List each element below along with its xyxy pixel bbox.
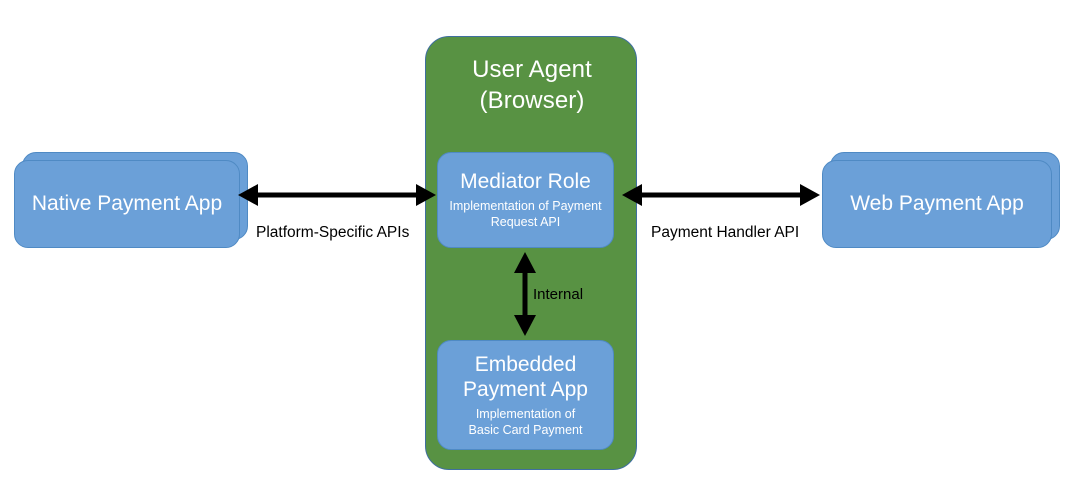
embedded-payment-app-box[interactable]: Embedded Payment App Implementation of B… <box>437 340 614 450</box>
native-payment-app-box[interactable]: Native Payment App <box>14 160 240 248</box>
embedded-payment-app-title-line-2: Payment App <box>463 378 588 402</box>
mediator-role-subtitle-line-2: Request API <box>490 214 561 229</box>
payment-handler-api-arrow <box>622 184 820 206</box>
web-payment-app-label: Web Payment App <box>850 191 1024 215</box>
internal-arrow <box>514 252 536 336</box>
mediator-role-box[interactable]: Mediator Role Implementation of Payment … <box>437 152 614 248</box>
user-agent-title: User Agent (Browser) <box>426 55 638 116</box>
platform-specific-apis-label: Platform-Specific APIs <box>256 224 410 241</box>
platform-specific-apis-arrow <box>238 184 436 206</box>
embedded-payment-app-title-line-1: Embedded <box>474 352 577 376</box>
internal-label: Internal <box>533 286 584 303</box>
mediator-role-title: Mediator Role <box>460 170 591 194</box>
web-payment-app-box[interactable]: Web Payment App <box>822 160 1052 248</box>
embedded-payment-app-subtitle-line-2: Basic Card Payment <box>468 422 583 437</box>
native-payment-app-label: Native Payment App <box>31 191 223 215</box>
user-agent-title-line-1: User Agent <box>472 56 592 83</box>
embedded-payment-app-subtitle-line-1: Implementation of <box>475 406 576 421</box>
user-agent-title-line-2: (Browser) <box>479 86 585 114</box>
payment-handler-api-label: Payment Handler API <box>651 224 800 241</box>
mediator-role-subtitle-line-1: Implementation of Payment <box>449 199 602 214</box>
